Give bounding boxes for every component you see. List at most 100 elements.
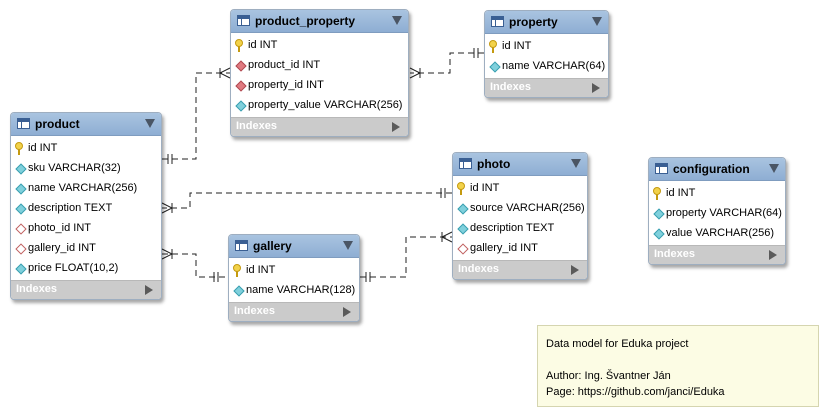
collapse-toggle-icon[interactable] [769, 164, 779, 173]
table-title: photo [477, 157, 511, 171]
many-marker [409, 67, 422, 79]
column-row[interactable]: price FLOAT(10,2) [11, 258, 161, 278]
column-row[interactable]: name VARCHAR(128) [229, 280, 359, 300]
column-icon [653, 208, 665, 220]
indexes-bar[interactable]: Indexes [11, 280, 161, 299]
table-icon [655, 163, 668, 174]
column-row[interactable]: gallery_id INT [11, 238, 161, 258]
column-label: gallery_id INT [470, 242, 538, 254]
column-row[interactable]: product_id INT [231, 55, 408, 75]
column-row[interactable]: id INT [649, 183, 785, 203]
project-note[interactable]: Data model for Eduka project Author: Ing… [537, 325, 819, 407]
column-icon [15, 263, 27, 275]
table-header[interactable]: gallery [229, 235, 359, 258]
column-row[interactable]: sku VARCHAR(32) [11, 158, 161, 178]
column-row[interactable]: source VARCHAR(256) [453, 198, 587, 218]
column-row[interactable]: id INT [229, 260, 359, 280]
column-label: id INT [470, 182, 500, 194]
indexes-label: Indexes [236, 120, 277, 132]
table-property[interactable]: property id INT name VARCHAR(64) Indexes [484, 10, 609, 98]
table-header[interactable]: photo [453, 153, 587, 176]
primary-key-icon [233, 264, 241, 277]
table-product[interactable]: product id INT sku VARCHAR(32) name VARCHA… [10, 112, 162, 300]
column-row[interactable]: id INT [485, 36, 608, 56]
expand-indexes-icon[interactable] [145, 285, 153, 295]
column-row[interactable]: id INT [231, 35, 408, 55]
column-row[interactable]: property_value VARCHAR(256) [231, 95, 408, 115]
note-title: Data model for Eduka project [546, 338, 689, 350]
table-title: product_property [255, 14, 356, 28]
table-header[interactable]: product [11, 113, 161, 136]
column-label: photo_id INT [28, 222, 91, 234]
expand-indexes-icon[interactable] [571, 265, 579, 275]
primary-key-icon [457, 182, 465, 195]
table-icon [459, 158, 472, 169]
collapse-toggle-icon[interactable] [343, 241, 353, 250]
column-icon [457, 203, 469, 215]
expand-indexes-icon[interactable] [343, 307, 351, 317]
column-row[interactable]: description TEXT [453, 218, 587, 238]
connector-property-product-property [410, 52, 484, 74]
column-row[interactable]: gallery_id INT [453, 238, 587, 258]
column-row[interactable]: name VARCHAR(256) [11, 178, 161, 198]
column-label: id INT [246, 264, 276, 276]
indexes-bar[interactable]: Indexes [453, 260, 587, 279]
many-marker [218, 67, 231, 79]
column-row[interactable]: property VARCHAR(64) [649, 203, 785, 223]
indexes-bar[interactable]: Indexes [231, 117, 408, 136]
indexes-bar[interactable]: Indexes [229, 302, 359, 321]
indexes-label: Indexes [490, 81, 531, 93]
table-header[interactable]: configuration [649, 158, 785, 181]
indexes-label: Indexes [654, 248, 695, 260]
nullable-foreign-key-icon [457, 243, 469, 255]
collapse-toggle-icon[interactable] [571, 159, 581, 168]
table-icon [491, 16, 504, 27]
expand-indexes-icon[interactable] [592, 83, 600, 93]
collapse-toggle-icon[interactable] [392, 16, 402, 25]
collapse-toggle-icon[interactable] [592, 17, 602, 26]
column-label: property_id INT [248, 79, 324, 91]
column-label: id INT [28, 142, 58, 154]
column-icon [15, 203, 27, 215]
table-gallery[interactable]: gallery id INT name VARCHAR(128) Indexes [228, 234, 360, 322]
column-row[interactable]: id INT [11, 138, 161, 158]
connector-photo-product [162, 192, 452, 209]
primary-key-icon [489, 40, 497, 53]
collapse-toggle-icon[interactable] [145, 119, 155, 128]
table-icon [237, 15, 250, 26]
table-header[interactable]: property [485, 11, 608, 34]
table-title: product [35, 117, 80, 131]
table-configuration[interactable]: configuration id INT property VARCHAR(64)… [648, 157, 786, 265]
column-label: source VARCHAR(256) [470, 202, 585, 214]
column-icon [235, 100, 247, 112]
column-label: name VARCHAR(64) [502, 60, 606, 72]
expand-indexes-icon[interactable] [769, 250, 777, 260]
table-icon [17, 118, 30, 129]
note-page: Page: https://github.com/janci/Eduka [546, 386, 725, 398]
column-row[interactable]: value VARCHAR(256) [649, 223, 785, 243]
indexes-bar[interactable]: Indexes [649, 245, 785, 264]
column-icon [653, 228, 665, 240]
table-title: property [509, 15, 558, 29]
column-label: sku VARCHAR(32) [28, 162, 121, 174]
column-label: id INT [666, 187, 696, 199]
table-photo[interactable]: photo id INT source VARCHAR(256) descripti… [452, 152, 588, 280]
table-title: gallery [253, 239, 292, 253]
column-row[interactable]: name VARCHAR(64) [485, 56, 608, 76]
column-row[interactable]: id INT [453, 178, 587, 198]
column-label: name VARCHAR(128) [246, 284, 356, 296]
column-label: price FLOAT(10,2) [28, 262, 119, 274]
column-icon [15, 163, 27, 175]
note-author: Author: Ing. Švantner Ján [546, 370, 671, 382]
many-marker [161, 248, 174, 260]
indexes-label: Indexes [234, 305, 275, 317]
column-row[interactable]: description TEXT [11, 198, 161, 218]
column-row[interactable]: photo_id INT [11, 218, 161, 238]
indexes-bar[interactable]: Indexes [485, 78, 608, 97]
connector-gallery-photo [360, 236, 452, 278]
column-row[interactable]: property_id INT [231, 75, 408, 95]
column-icon [457, 223, 469, 235]
table-header[interactable]: product_property [231, 10, 408, 33]
expand-indexes-icon[interactable] [392, 122, 400, 132]
